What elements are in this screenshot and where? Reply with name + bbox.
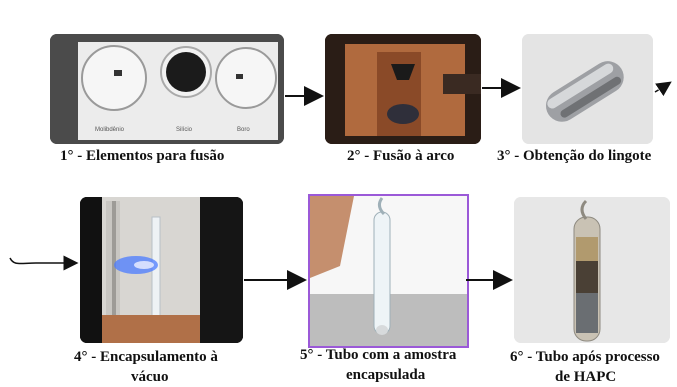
- arrow-3-continue: [654, 81, 672, 97]
- arrow-into-4: [9, 255, 79, 271]
- step6-photo: [514, 197, 670, 343]
- caption-step-4-line1: 4° - Encapsulamento à: [74, 349, 218, 365]
- caption-step-3: 3° - Obtenção do lingote: [497, 148, 652, 164]
- caption-step-2: 2° - Fusão à arco: [347, 148, 455, 164]
- label-molibdenio: Molibdênio: [95, 127, 125, 133]
- label-boro: Boro: [237, 127, 250, 133]
- step1-photo: [50, 34, 284, 144]
- caption-step-6-line2: de HAPC: [555, 369, 617, 385]
- step4-photo: [80, 197, 243, 343]
- caption-step-1: 1° - Elementos para fusão: [60, 148, 225, 164]
- label-silicio: Silício: [176, 127, 193, 133]
- step5-photo: [308, 194, 469, 348]
- caption-step-5-line2: encapsulada: [346, 367, 426, 383]
- caption-step-6-line1: 6° - Tubo após processo: [510, 349, 660, 365]
- step3-photo: [522, 34, 653, 144]
- caption-step-4-line2: vácuo: [131, 369, 169, 385]
- caption-step-5-line1: 5° - Tubo com a amostra: [300, 347, 457, 363]
- step2-photo: [325, 34, 481, 144]
